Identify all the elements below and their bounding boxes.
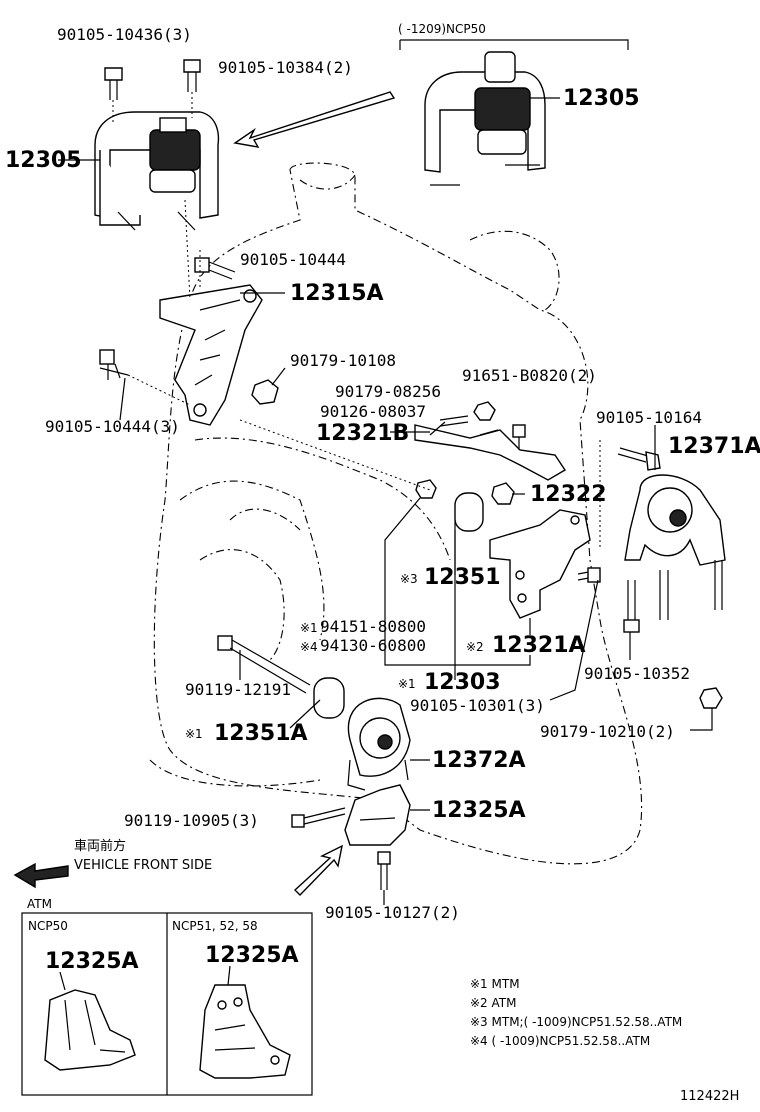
mark-12351: ※3 <box>400 572 418 586</box>
nut-90179-10108 <box>251 379 279 405</box>
bolt-90105-10127 <box>377 851 391 890</box>
engine-outline <box>149 162 643 865</box>
inset-right-part-label: 12325A <box>205 943 299 968</box>
label-12351A: 12351A <box>214 721 308 746</box>
label-ncp50-range: ( -1209)NCP50 <box>398 22 486 36</box>
label-12305-left: 12305 <box>5 148 82 173</box>
mark-12351A: ※1 <box>185 727 203 741</box>
bolt-90105-10436 <box>104 67 123 125</box>
vehicle-front-indicator: 車両前方 VEHICLE FRONT SIDE <box>13 838 212 889</box>
note-2: ※2 ATM <box>470 996 516 1010</box>
label-12371A: 12371A <box>668 434 760 459</box>
label-12305-right: 12305 <box>563 86 640 111</box>
label-90105-10444: 90105-10444 <box>240 250 346 269</box>
nut-12322 <box>491 482 515 505</box>
front-arrow-icon <box>13 862 69 889</box>
bolt-91651-B0820 <box>512 424 526 450</box>
bolt-90105-10444-3 <box>99 349 191 406</box>
inset-left-part-label: 12325A <box>45 949 139 974</box>
bushing-12351 <box>454 492 484 532</box>
mount-12371A <box>624 474 726 620</box>
atm-inset: ATM NCP50 NCP51, 52, 58 12325A 12325A <box>21 897 313 1096</box>
note-1: ※1 MTM <box>470 977 520 991</box>
label-90105-10444-3: 90105-10444(3) <box>45 417 180 436</box>
inset-right-title: NCP51, 52, 58 <box>172 919 258 933</box>
front-label-en: VEHICLE FRONT SIDE <box>74 858 212 873</box>
label-12351: 12351 <box>424 565 501 590</box>
bolt-90105-10384 <box>183 59 201 118</box>
label-94130-60800: 94130-60800 <box>320 636 426 655</box>
bushing-12351A <box>313 677 345 719</box>
label-12322: 12322 <box>530 482 607 507</box>
label-90105-10352: 90105-10352 <box>584 664 690 683</box>
part-labels: 90105-10436(3) 90105-10384(2) ( -1209)NC… <box>5 22 760 922</box>
bolt-90119-10905 <box>291 807 346 828</box>
front-label-jp: 車両前方 <box>74 838 126 854</box>
bolt-90119-12191 <box>217 635 311 694</box>
leader-lines <box>58 97 713 905</box>
mark-94130: ※4 <box>300 640 318 654</box>
mark-12321A: ※2 <box>466 640 484 654</box>
footnotes: ※1 MTM ※2 ATM ※3 MTM;( -1009)NCP51.52.58… <box>470 977 682 1048</box>
nut-94151 <box>415 479 437 499</box>
arrow-to-lower-mount <box>293 844 343 896</box>
label-12325A: 12325A <box>432 798 526 823</box>
label-90179-10108: 90179-10108 <box>290 351 396 370</box>
bracket-12321B <box>414 421 566 481</box>
label-90119-12191: 90119-12191 <box>185 680 291 699</box>
label-90105-10301: 90105-10301(3) <box>410 696 545 715</box>
label-90126-08037: 90126-08037 <box>320 402 426 421</box>
label-12303: 12303 <box>424 670 501 695</box>
bolt-90105-10352 <box>623 580 640 633</box>
inset-right-bracket <box>199 984 291 1079</box>
bracket-12321A <box>489 509 591 619</box>
label-12372A: 12372A <box>432 748 526 773</box>
label-90119-10905: 90119-10905(3) <box>124 811 259 830</box>
inset-left-title: NCP50 <box>28 919 68 933</box>
mark-12303: ※1 <box>398 677 416 691</box>
diagram-id: 112422H <box>680 1089 739 1104</box>
note-4: ※4 ( -1009)NCP51.52.58..ATM <box>470 1034 650 1048</box>
inset-left-bracket <box>44 989 136 1071</box>
engine-mount-12305-right <box>399 39 629 186</box>
label-12321A: 12321A <box>492 633 586 658</box>
label-90105-10384: 90105-10384(2) <box>218 58 353 77</box>
label-94151-80800: 94151-80800 <box>320 617 426 636</box>
bolt-90126-08037 <box>439 415 469 427</box>
bracket-12315A <box>159 284 263 426</box>
mount-12372A <box>347 697 411 791</box>
bolt-90105-10301 <box>577 567 601 583</box>
note-3: ※3 MTM;( -1009)NCP51.52.58..ATM <box>470 1015 682 1029</box>
label-12321B: 12321B <box>316 421 409 446</box>
label-90105-10127: 90105-10127(2) <box>325 903 460 922</box>
engine-mount-12305-left <box>94 111 220 231</box>
label-12315A: 12315A <box>290 281 384 306</box>
atm-label: ATM <box>27 897 52 911</box>
label-90179-08256: 90179-08256 <box>335 382 441 401</box>
label-91651-B0820: 91651-B0820(2) <box>462 366 597 385</box>
bolt-90105-10164 <box>617 447 661 471</box>
nut-90179-10210 <box>699 687 723 709</box>
nut-90179-08256 <box>473 401 496 421</box>
mark-94151: ※1 <box>300 621 318 635</box>
label-90105-10164: 90105-10164 <box>596 408 702 427</box>
bolt-90105-10444 <box>194 250 236 290</box>
bracket-12325A <box>344 784 411 846</box>
label-90179-10210: 90179-10210(2) <box>540 722 675 741</box>
label-90105-10436: 90105-10436(3) <box>57 25 192 44</box>
arrow-to-left-mount <box>233 91 396 148</box>
